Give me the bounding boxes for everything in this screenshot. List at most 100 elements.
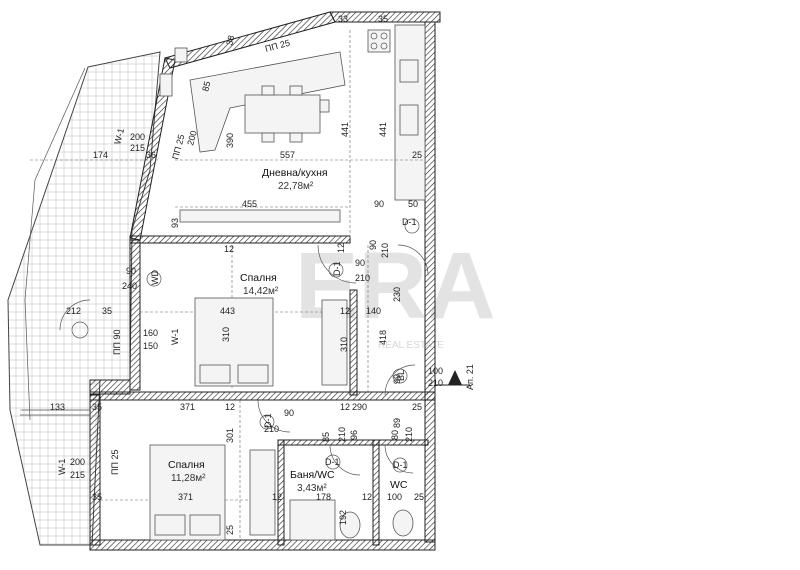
sink-icon <box>399 104 419 136</box>
toilet-icon <box>339 511 361 539</box>
dim-label: 38 <box>224 34 236 46</box>
wardrobe <box>321 299 348 386</box>
room-name-bedroom2: Спалня <box>168 459 205 471</box>
door-label: D-1 <box>263 413 273 428</box>
wall-right <box>424 21 436 543</box>
window-label: ПП 25 <box>170 133 186 160</box>
dim-label: 441 <box>340 122 350 137</box>
room-name-bedroom1: Спалня <box>240 272 277 284</box>
dim-label: 99 <box>392 374 402 384</box>
dim-label: 215 <box>130 143 145 153</box>
window-label: W-1 <box>112 127 126 145</box>
dim-label: 96 <box>349 430 359 440</box>
door-label: D-1 <box>325 457 340 467</box>
apartment-label: Ап. 21 <box>465 364 475 390</box>
entry-marker: Ап. 21 <box>435 364 475 390</box>
wall-bath-right <box>372 439 380 546</box>
tv-unit <box>179 209 341 223</box>
walls <box>89 11 441 551</box>
wall-bottom <box>89 539 436 551</box>
dim-label: 35 <box>102 306 112 316</box>
bedroom2-furniture <box>149 444 276 541</box>
room-name-living: Дневна/кухня <box>262 167 328 179</box>
dim-label: 557 <box>280 150 295 160</box>
dim-label: 33 <box>338 14 348 24</box>
wardrobe <box>249 449 276 536</box>
dim-label: 455 <box>242 199 257 209</box>
dim-label: 90 <box>126 266 136 276</box>
door-label: D-1 <box>393 460 408 470</box>
dim-label: 210 <box>404 427 414 442</box>
bath-fixtures <box>289 499 414 541</box>
dim-label: 93 <box>170 218 180 228</box>
dim-label: 35 <box>378 14 388 24</box>
dim-label: 443 <box>220 306 235 316</box>
wall-bedroom2-topleft <box>89 379 131 395</box>
wall-bedroom1-left <box>129 239 141 391</box>
dim-label: 210 <box>355 273 370 283</box>
dimension-labels: 33 35 38 85 200 215 36 174 557 25 390 44… <box>50 14 443 535</box>
dim-label: 200 <box>70 457 85 467</box>
wall-bedroom1-right <box>349 289 358 396</box>
chair <box>289 85 303 96</box>
windows <box>20 47 188 416</box>
dim-label: 212 <box>66 306 81 316</box>
dim-label: 301 <box>225 428 235 443</box>
dim-label: 390 <box>225 133 235 148</box>
dim-label: 310 <box>339 337 349 352</box>
chair <box>319 99 330 113</box>
door-swing-d1 <box>397 244 429 276</box>
dim-label: 12 <box>340 402 350 412</box>
dim-label: 25 <box>414 492 424 502</box>
dim-label: 35 <box>92 402 102 412</box>
room-area-living: 22,78м² <box>278 181 314 192</box>
dim-label: 89 <box>392 418 402 428</box>
dim-label: 150 <box>143 341 158 351</box>
dim-label: 85 <box>200 80 212 92</box>
dim-label: 35 <box>92 492 102 502</box>
bl-label: BL <box>396 370 406 381</box>
dim-label: 160 <box>143 328 158 338</box>
wall-bedroom2-left <box>89 394 101 546</box>
sofa <box>189 51 346 153</box>
room-name-wc: WC <box>390 479 408 491</box>
bedroom1-furniture <box>194 297 348 387</box>
dim-label: 50 <box>408 199 418 209</box>
dim-label: 140 <box>366 306 381 316</box>
dim-label: 12 <box>336 243 346 253</box>
dim-label: 12 <box>340 306 350 316</box>
door-swing-terrace <box>59 299 91 331</box>
dim-label: 215 <box>70 470 85 480</box>
window-label: ПП 25 <box>110 450 120 475</box>
wall-bedroom1-bottom <box>89 391 436 401</box>
dim-label: 133 <box>50 402 65 412</box>
dim-label: 90 <box>284 408 294 418</box>
door-label: D-1 <box>332 261 342 276</box>
dim-label: 80 <box>390 430 400 440</box>
dim-label: 210 <box>264 424 279 434</box>
oven-icon <box>399 59 419 83</box>
dim-label: 25 <box>412 150 422 160</box>
dim-label: 200 <box>185 129 199 146</box>
dim-label: 192 <box>338 510 348 525</box>
dim-label: 100 <box>428 366 443 376</box>
dim-label: 418 <box>378 330 388 345</box>
dim-label: 230 <box>392 287 402 302</box>
opening-labels: W-1 ПП 25 ПП 25 ПП 90 W-1 W-1 ПП 25 WD B… <box>57 38 420 475</box>
pillow <box>237 364 269 384</box>
chair <box>261 132 275 143</box>
dim-label: 210 <box>380 243 390 258</box>
dim-label: 240 <box>122 281 137 291</box>
dim-label: 310 <box>221 327 231 342</box>
dim-label: 12 <box>225 402 235 412</box>
room-name-bath: Баня/WC <box>290 469 335 481</box>
dim-label: 371 <box>178 492 193 502</box>
window-label: W-1 <box>57 459 67 475</box>
cooktop-icon <box>367 29 391 53</box>
window-label: ПП 90 <box>112 330 122 355</box>
dim-label: 100 <box>387 492 402 502</box>
dim-label: 210 <box>337 427 347 442</box>
room-area-bath: 3,43м² <box>297 483 327 494</box>
pillow <box>154 514 186 536</box>
